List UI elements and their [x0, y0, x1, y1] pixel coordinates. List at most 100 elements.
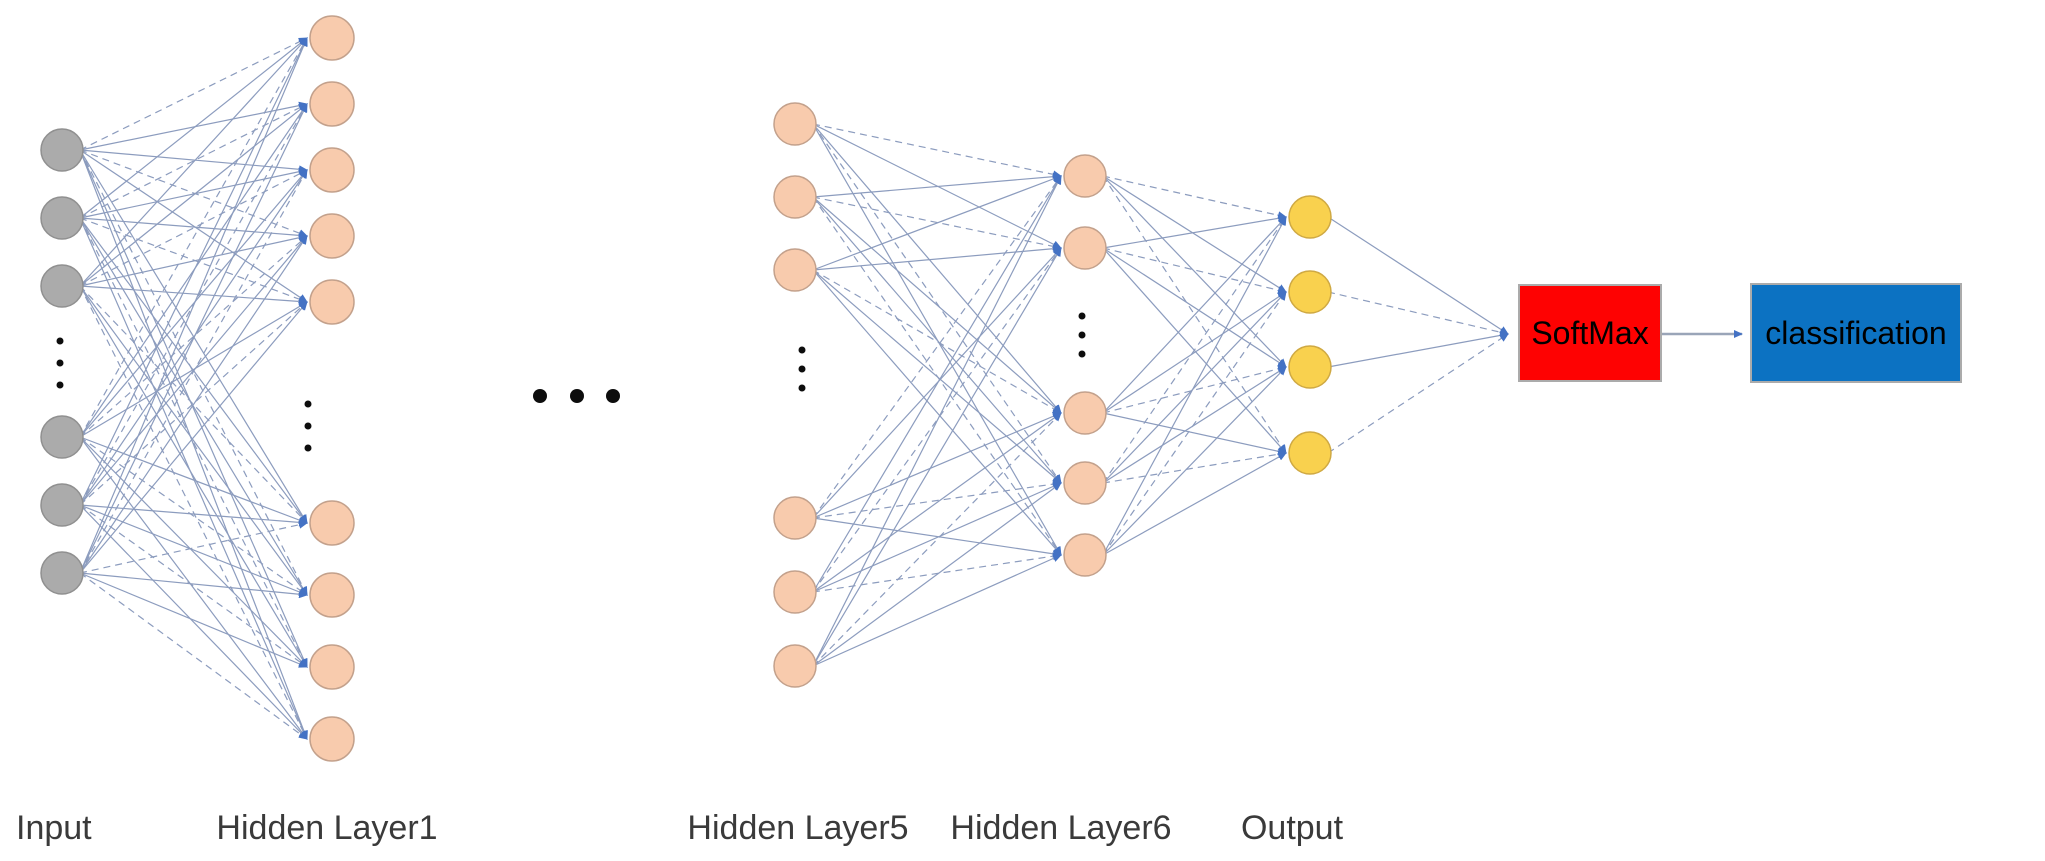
hidden6-node-5 — [1063, 533, 1107, 577]
edge-input-hidden1 — [79, 285, 308, 596]
label-hidden-layer5: Hidden Layer5 — [687, 809, 909, 847]
edge-hidden5-hidden6 — [812, 247, 1062, 667]
input-layer — [40, 128, 84, 595]
edge-input-hidden1 — [79, 504, 308, 740]
hidden-layers-ellipsis-dot — [533, 389, 547, 403]
edge-hidden5-hidden6 — [812, 123, 1062, 484]
edge-input-hidden1 — [79, 217, 308, 596]
edge-hidden5-hidden6 — [812, 482, 1062, 593]
edge-input-hidden1 — [79, 37, 308, 438]
hidden1-node-6 — [309, 500, 355, 546]
hidden6-node-1 — [1063, 154, 1107, 198]
input-node-1 — [40, 128, 84, 172]
edge-input-hidden1 — [79, 103, 308, 287]
edge-input-hidden1 — [79, 103, 308, 574]
edge-input-hidden1 — [79, 37, 308, 506]
hidden5-layer — [773, 102, 817, 688]
edge-hidden6-output — [1102, 412, 1287, 456]
classification-box: classification — [1750, 283, 1962, 383]
edge-hidden5-hidden6 — [812, 196, 1062, 414]
edge-hidden6-output — [1102, 452, 1287, 556]
hidden1-node-7 — [309, 572, 355, 618]
hidden1-layer — [304, 15, 355, 762]
hidden-layers-ellipsis-dot — [606, 389, 620, 403]
edge-hidden5-hidden6 — [812, 269, 1062, 414]
edge-input-hidden1 — [79, 149, 308, 174]
hidden1-node-8 — [309, 644, 355, 690]
edge-hidden6-output — [1102, 247, 1287, 368]
classification-box-label: classification — [1765, 314, 1947, 351]
hidden1-node-1 — [309, 15, 355, 61]
hidden5-node-1 — [773, 102, 817, 146]
edge-input-hidden1 — [79, 37, 308, 151]
edge-hidden6-output — [1102, 291, 1287, 414]
edge-hidden5-hidden6 — [812, 175, 1062, 271]
edge-input-hidden1 — [79, 436, 308, 668]
edge-hidden6-output — [1102, 175, 1287, 368]
label-output-layer: Output — [1240, 809, 1344, 847]
edge-hidden5-hidden6 — [812, 517, 1062, 558]
edge-input-hidden1 — [79, 167, 308, 219]
hidden5-vertical-ellipsis-dot — [798, 365, 806, 373]
edge-output-softmax — [1327, 331, 1509, 368]
input-node-6 — [40, 551, 84, 595]
edge-hidden6-output — [1102, 214, 1287, 249]
hidden6-vertical-ellipsis-dot — [1078, 312, 1086, 320]
input-vertical-ellipsis-dot — [56, 359, 64, 367]
edge-input-hidden1 — [79, 436, 308, 524]
hidden1-node-5 — [309, 279, 355, 325]
edge-input-hidden1 — [79, 504, 308, 596]
edge-output-softmax — [1327, 216, 1509, 335]
output-layer — [1288, 195, 1332, 475]
edge-hidden5-hidden6 — [812, 480, 1062, 519]
edge-input-hidden1 — [79, 504, 308, 527]
hidden6-node-2 — [1063, 226, 1107, 270]
hidden1-node-3 — [309, 147, 355, 193]
hidden-layers-ellipsis-dot — [570, 389, 584, 403]
edge-hidden5-hidden6 — [812, 412, 1062, 593]
output-node-3 — [1288, 345, 1332, 389]
edge-hidden5-hidden6 — [812, 412, 1062, 519]
edge-input-hidden1 — [79, 285, 308, 306]
label-hidden-layer6: Hidden Layer6 — [950, 809, 1172, 847]
edge-hidden6-output — [1102, 175, 1287, 220]
edge-input-hidden1 — [79, 149, 308, 303]
edge-input-hidden1 — [79, 217, 308, 740]
edge-hidden6-output — [1102, 175, 1287, 293]
edge-hidden5-hidden6 — [812, 196, 1062, 484]
input-node-3 — [40, 264, 84, 308]
hidden5-node-6 — [773, 644, 817, 688]
hidden5-node-2 — [773, 175, 817, 219]
hidden5-node-5 — [773, 570, 817, 614]
edge-input-hidden1 — [79, 285, 308, 740]
output-node-2 — [1288, 270, 1332, 314]
edge-hidden6-output — [1102, 216, 1287, 414]
edge-input-hidden1 — [79, 103, 308, 219]
hidden5-vertical-ellipsis-dot — [798, 346, 806, 354]
edge-input-hidden1 — [79, 235, 308, 438]
edge-input-hidden1 — [79, 301, 308, 438]
edge-hidden5-hidden6 — [812, 482, 1062, 667]
edge-input-hidden1 — [79, 572, 308, 599]
hidden1-node-9 — [309, 716, 355, 762]
edge-hidden5-hidden6 — [812, 269, 1062, 556]
edge-hidden6-output — [1102, 216, 1287, 556]
edge-input-hidden1 — [79, 149, 308, 668]
input-vertical-ellipsis-dot — [56, 337, 64, 345]
edge-input-hidden1 — [79, 37, 308, 287]
edge-hidden5-hidden6 — [812, 175, 1062, 667]
input-node-4 — [40, 415, 84, 459]
edge-hidden6-output — [1102, 450, 1287, 484]
label-input-layer: Input — [16, 809, 92, 847]
input-node-2 — [40, 196, 84, 240]
output-node-1 — [1288, 195, 1332, 239]
edge-input-hidden1 — [79, 235, 308, 574]
hidden1-vertical-ellipsis-dot — [304, 444, 312, 452]
edge-input-hidden1 — [79, 37, 308, 219]
hidden6-layer — [1063, 154, 1107, 577]
input-vertical-ellipsis-dot — [56, 381, 64, 389]
edge-hidden6-output — [1102, 365, 1287, 414]
edge-hidden5-hidden6 — [812, 123, 1062, 414]
